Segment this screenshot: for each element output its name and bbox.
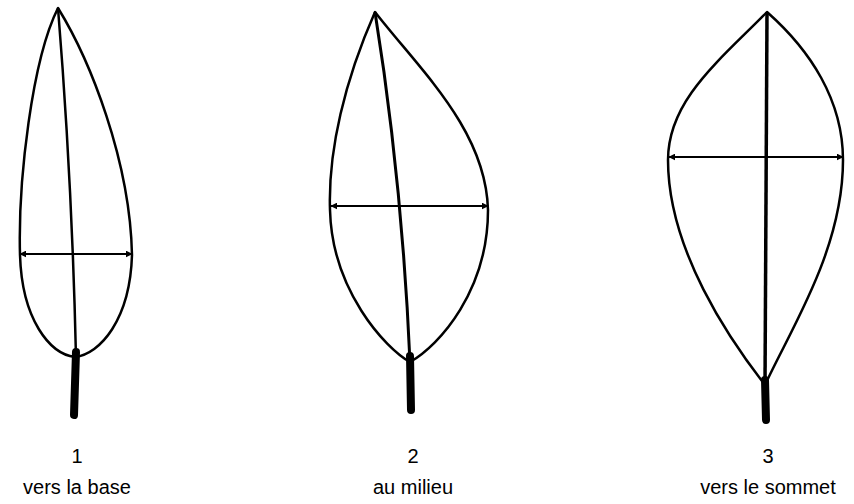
width-arrow [20, 253, 132, 255]
leaf-outline [20, 8, 132, 357]
callout-number: 2 [407, 445, 418, 467]
callout-number: 1 [71, 445, 82, 467]
leaf-petiole [410, 356, 411, 410]
leaf-caption: vers la base [23, 476, 131, 498]
leaf-petiole [74, 352, 76, 415]
leaf-caption: vers le sommet [700, 476, 836, 498]
leaf-midrib [765, 12, 767, 385]
leaf-midrib [375, 12, 410, 362]
width-arrow [669, 156, 843, 158]
leaf-outline [668, 12, 843, 385]
width-arrow [331, 205, 488, 207]
leaf-petiole [765, 380, 766, 420]
leaf-caption: au milieu [373, 476, 453, 498]
leaf-outline [330, 12, 488, 362]
callout-number: 3 [762, 445, 773, 467]
leaf-midrib [58, 8, 76, 357]
